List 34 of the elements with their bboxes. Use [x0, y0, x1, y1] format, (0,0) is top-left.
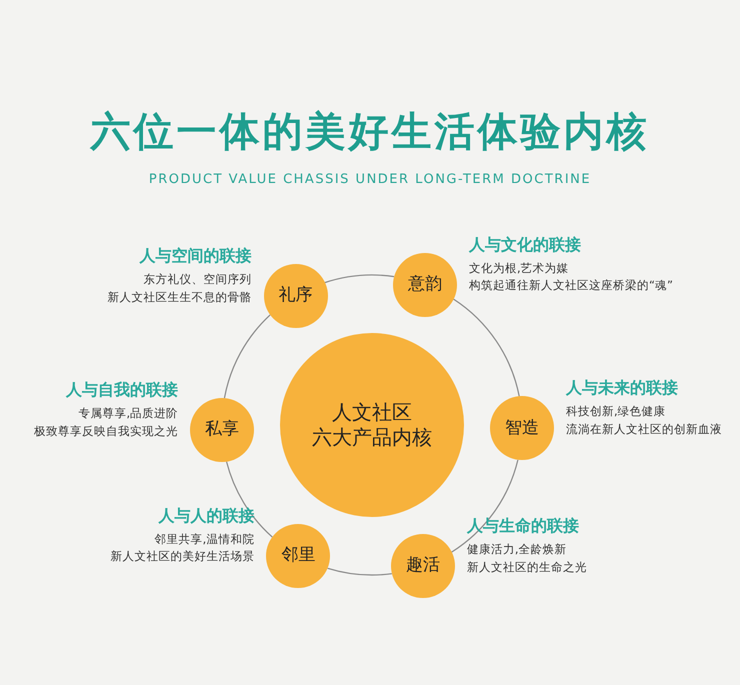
circle-label: 私享	[205, 419, 240, 441]
ring-arc	[224, 314, 271, 398]
circle-label: 智造	[504, 418, 539, 439]
circle-label: 意韵	[408, 274, 442, 296]
ring-arc	[328, 568, 392, 576]
heading: 人与未来的联接	[566, 378, 679, 400]
heading: 人与空间的联接	[138, 246, 252, 267]
circle-label: 趣活	[406, 555, 440, 577]
description: 新人文社区生生不息的骨骼	[106, 288, 252, 306]
circle-label: 六大产品内核	[312, 425, 432, 450]
heading: 人与文化的联接	[469, 234, 582, 256]
description: 科技创新,绿色健康	[566, 403, 667, 420]
heading: 人与自我的联接	[64, 380, 178, 402]
description: 文化为根,艺术为媒	[469, 260, 570, 277]
ring-arc	[226, 461, 273, 538]
title: 六位一体的美好生活体验内核	[88, 108, 650, 157]
ring-arc	[324, 274, 394, 284]
description: 东方礼仪、空间序列	[142, 270, 252, 288]
circle-label: 人文社区	[332, 400, 412, 425]
ring-arc	[451, 460, 518, 553]
description: 健康活力,全龄焕新	[466, 541, 568, 558]
description: 专属尊享,品质进阶	[77, 405, 178, 422]
description: 新人文社区的美好生活场景	[109, 548, 254, 566]
subtitle: PRODUCT VALUE CHASSIS UNDER LONG-TERM DOCTRINE	[148, 172, 592, 187]
heading: 人与生命的联接	[466, 516, 580, 538]
description: 极致尊享反映自我实现之光	[33, 422, 178, 440]
ring-arc	[453, 298, 520, 397]
description: 构筑起通往新人文社区这座桥梁的“魂”	[469, 277, 674, 294]
heading: 人与人的联接	[157, 506, 254, 527]
description: 邻里共享,温情和院	[154, 530, 254, 548]
description: 流淌在新人文社区的创新血液	[566, 421, 723, 438]
circle-label: 礼序	[278, 285, 313, 306]
circle-label: 邻里	[281, 545, 316, 566]
description: 新人文社区的生命之光	[466, 558, 588, 576]
